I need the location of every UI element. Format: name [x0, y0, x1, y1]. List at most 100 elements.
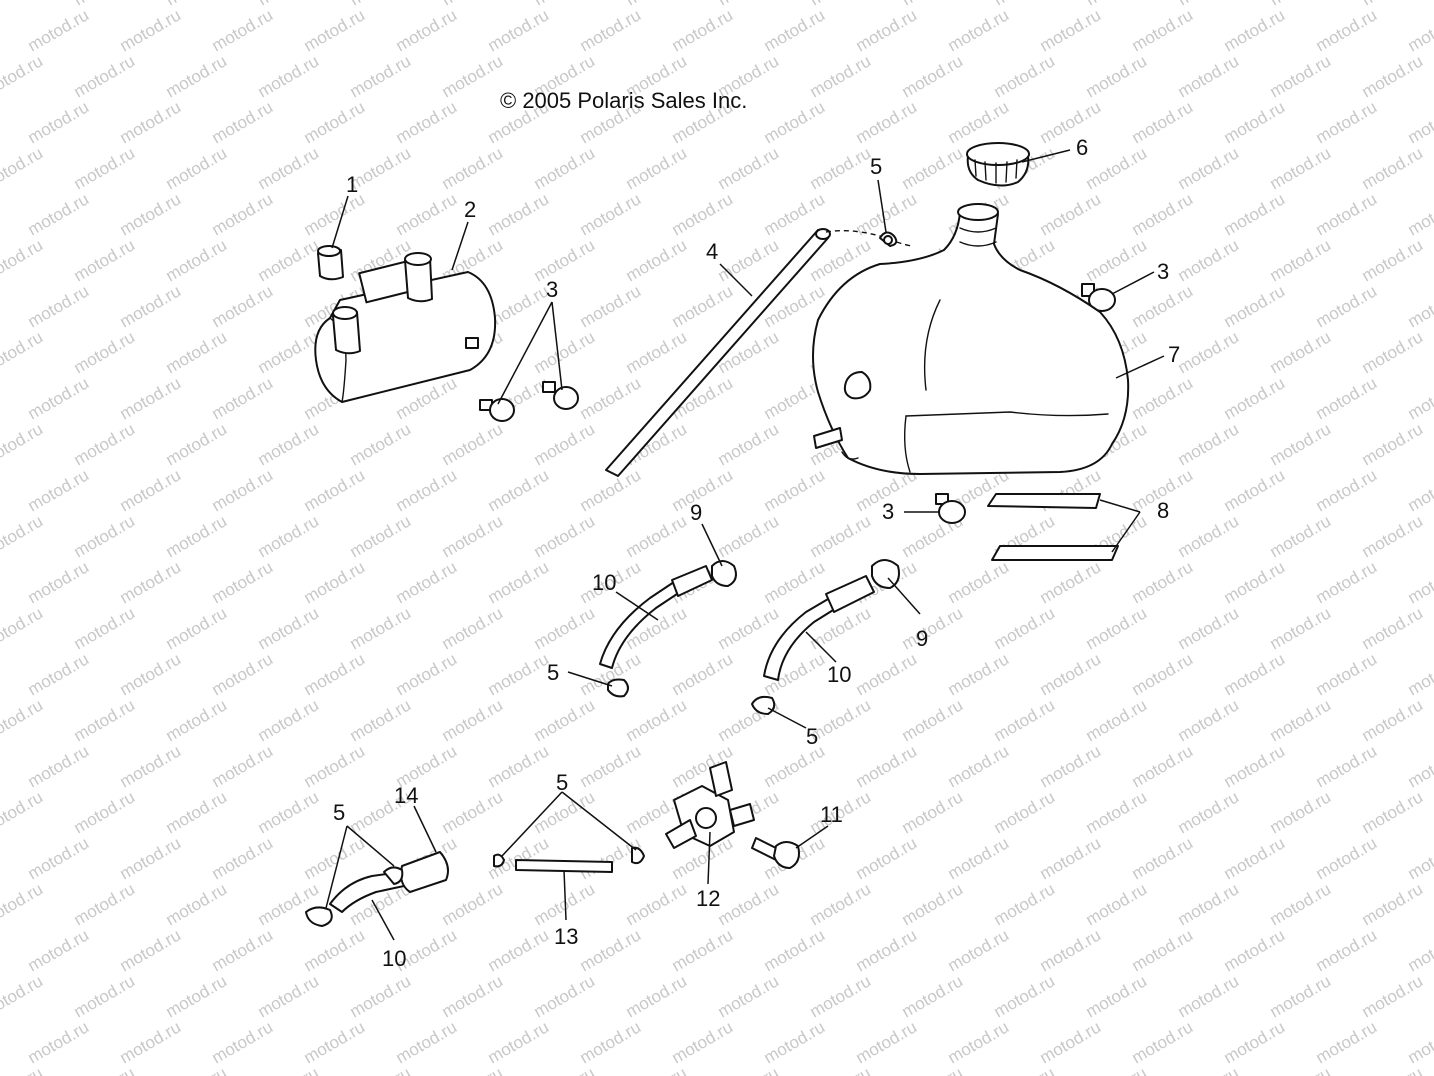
watermark-text: motod.ru [439, 1063, 507, 1076]
watermark-text: motod.ru [1129, 925, 1197, 975]
watermark-text: motod.ru [485, 741, 553, 791]
watermark-text: motod.ru [669, 465, 737, 515]
watermark-text: motod.ru [1405, 189, 1434, 239]
watermark-text: motod.ru [117, 189, 185, 239]
watermark-text: motod.ru [439, 603, 507, 653]
watermark-text: motod.ru [0, 971, 46, 1021]
watermark-text: motod.ru [761, 5, 829, 55]
watermark-text: motod.ru [1221, 649, 1289, 699]
watermark-text: motod.ru [25, 1017, 93, 1067]
watermark-text: motod.ru [1037, 97, 1105, 147]
callout-5-bottom-mid: 5 [556, 770, 568, 795]
watermark-text: motod.ru [1175, 879, 1243, 929]
watermark-text: motod.ru [623, 143, 691, 193]
watermark-text: motod.ru [255, 1063, 323, 1076]
watermark-text: motod.ru [347, 51, 415, 101]
watermark-text: motod.ru [393, 557, 461, 607]
watermark-text: motod.ru [1175, 327, 1243, 377]
watermark-text: motod.ru [393, 465, 461, 515]
callout-9-left: 9 [690, 500, 702, 525]
watermark-text: motod.ru [117, 1017, 185, 1067]
part-6-fuel-cap [966, 142, 1030, 187]
callout-10-right: 10 [827, 662, 851, 687]
watermark-text: motod.ru [761, 557, 829, 607]
watermark-text: motod.ru [117, 741, 185, 791]
watermark-text: motod.ru [1267, 971, 1335, 1021]
watermark-text: motod.ru [1405, 925, 1434, 975]
callout-4: 4 [706, 239, 718, 264]
watermark-text: motod.ru [623, 235, 691, 285]
watermark-text: motod.ru [163, 603, 231, 653]
watermark-text: motod.ru [1037, 925, 1105, 975]
watermark-text: motod.ru [117, 649, 185, 699]
watermark-text: motod.ru [1267, 51, 1335, 101]
watermark-text: motod.ru [1221, 925, 1289, 975]
watermark-text: motod.ru [485, 649, 553, 699]
part-8-pad-a [987, 493, 1101, 509]
watermark-text: motod.ru [163, 879, 231, 929]
watermark-text: motod.ru [255, 51, 323, 101]
watermark-text: motod.ru [71, 419, 139, 469]
watermark-text: motod.ru [25, 557, 93, 607]
watermark-text: motod.ru [117, 281, 185, 331]
watermark-text: motod.ru [25, 649, 93, 699]
watermark-text: motod.ru [1405, 281, 1434, 331]
watermark-text: motod.ru [25, 97, 93, 147]
watermark-text: motod.ru [1221, 465, 1289, 515]
watermark-text: motod.ru [485, 925, 553, 975]
watermark-text: motod.ru [577, 925, 645, 975]
watermark-text: motod.ru [1313, 833, 1381, 883]
part-4-vent-hose [605, 228, 913, 477]
watermark-text: motod.ru [393, 649, 461, 699]
callout-11: 11 [820, 802, 843, 827]
watermark-text: motod.ru [1221, 557, 1289, 607]
watermark-text: motod.ru [1359, 971, 1427, 1021]
fuel-filter-group [305, 851, 449, 927]
watermark-text: motod.ru [0, 879, 46, 929]
part-13-hose [493, 846, 645, 873]
watermark-text: motod.ru [1405, 833, 1434, 883]
watermark-text: motod.ru [1313, 5, 1381, 55]
watermark-text: motod.ru [1129, 649, 1197, 699]
callout-6: 6 [1076, 135, 1088, 160]
watermark-text: motod.ru [715, 971, 783, 1021]
watermark-text: motod.ru [25, 833, 93, 883]
watermark-text: motod.ru [347, 1063, 415, 1076]
watermark-text: motod.ru [715, 235, 783, 285]
watermark-text: motod.ru [1359, 695, 1427, 745]
watermark-text: motod.ru [71, 235, 139, 285]
watermark-text: motod.ru [899, 787, 967, 837]
watermark-text: motod.ru [393, 97, 461, 147]
watermark-text: motod.ru [1129, 373, 1197, 423]
watermark-text: motod.ru [1037, 1017, 1105, 1067]
watermark-text: motod.ru [899, 1063, 967, 1076]
watermark-text: motod.ru [1267, 511, 1335, 561]
watermark-text: motod.ru [853, 649, 921, 699]
watermark-text: motod.ru [991, 695, 1059, 745]
watermark-text: motod.ru [853, 1017, 921, 1067]
watermark-text: motod.ru [531, 1063, 599, 1076]
watermark-text: motod.ru [209, 833, 277, 883]
watermark-text: motod.ru [1037, 833, 1105, 883]
watermark-text: motod.ru [991, 787, 1059, 837]
hose-assembly-right [751, 559, 900, 715]
callout-3-left: 3 [546, 277, 558, 302]
watermark-text: motod.ru [25, 741, 93, 791]
watermark-text: motod.ru [1129, 97, 1197, 147]
watermark-text: motod.ru [1267, 695, 1335, 745]
watermark-text: motod.ru [347, 695, 415, 745]
watermark-text: motod.ru [1405, 557, 1434, 607]
watermark-text: motod.ru [163, 511, 231, 561]
watermark-text: motod.ru [439, 419, 507, 469]
watermark-text: motod.ru [945, 925, 1013, 975]
callout-3-right-low: 3 [882, 499, 894, 524]
watermark-text: motod.ru [117, 925, 185, 975]
watermark-text: motod.ru [0, 511, 46, 561]
watermark-text: motod.ru [0, 603, 46, 653]
watermark-text: motod.ru [393, 189, 461, 239]
watermark-text: motod.ru [669, 649, 737, 699]
watermark-text: motod.ru [209, 281, 277, 331]
watermark-text: motod.ru [853, 97, 921, 147]
watermark-text: motod.ru [485, 189, 553, 239]
watermark-text: motod.ru [577, 373, 645, 423]
